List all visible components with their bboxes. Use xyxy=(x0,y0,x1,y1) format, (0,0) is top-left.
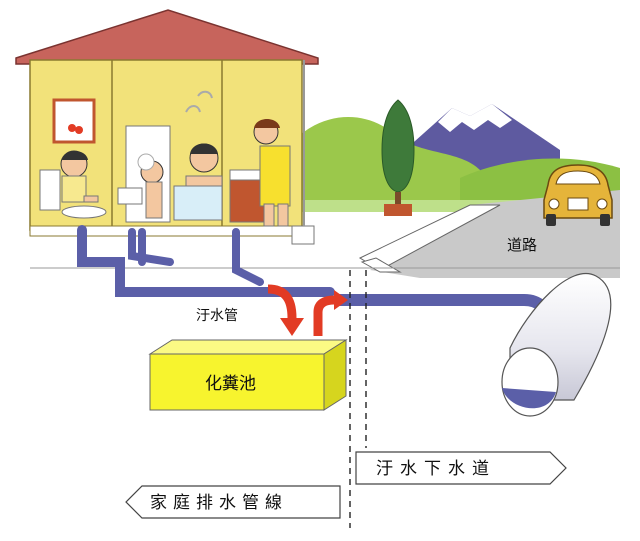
mountain-snow xyxy=(438,104,512,132)
tree xyxy=(381,99,415,216)
septic-tank-label: 化糞池 xyxy=(205,374,256,394)
sewage-pipe-label: 汙水管 xyxy=(196,308,238,324)
house-roof xyxy=(15,9,319,65)
road-label: 道路 xyxy=(507,236,537,254)
septic-tank xyxy=(148,339,348,411)
public-sewer-label: 汙水下水道 xyxy=(376,459,496,479)
window xyxy=(52,98,96,144)
car xyxy=(543,164,613,226)
arrow-into-tank xyxy=(267,284,297,319)
public-sewer-sign: 汙水下水道 xyxy=(355,451,567,485)
boundary-lines xyxy=(349,270,367,528)
flow-arrows xyxy=(267,284,348,336)
household-drain-label: 家庭排水管線 xyxy=(150,493,288,513)
woman-at-sink xyxy=(229,119,291,227)
public-sewer-pipe xyxy=(501,273,612,417)
household-drain-sign: 家庭排水管線 xyxy=(125,485,341,519)
boy-on-toilet xyxy=(39,150,107,219)
arrow-out-of-tank xyxy=(313,295,335,336)
man-in-bathtub xyxy=(173,90,223,221)
girl-washing xyxy=(117,125,171,223)
